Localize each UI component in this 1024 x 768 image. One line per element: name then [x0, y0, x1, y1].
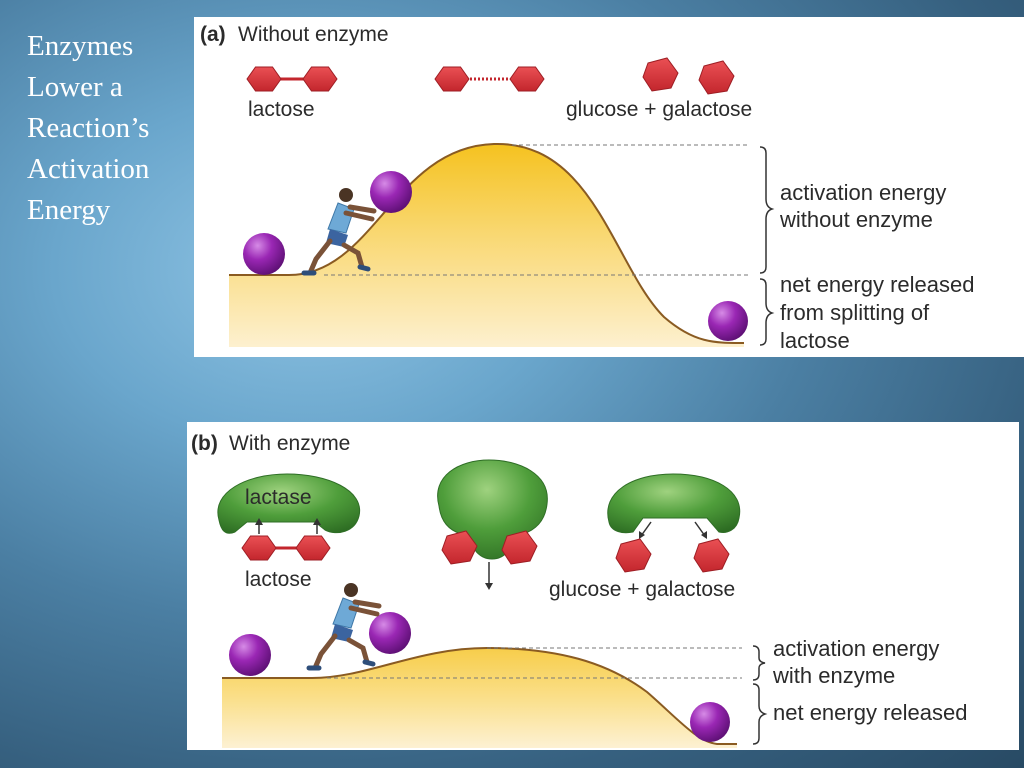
panel-letter: (b) — [191, 432, 218, 455]
title-line: Reaction’s — [27, 112, 150, 144]
pushed-ball — [370, 171, 412, 213]
panel-with-enzyme: (b) With enzyme lactase lactose — [187, 422, 1019, 750]
glucose-galactose-molecules — [615, 538, 730, 573]
released-label-line-1: net energy released — [780, 272, 974, 297]
panel-title: With enzyme — [229, 432, 350, 455]
releasing-enzyme — [607, 473, 741, 534]
title-line: Activation — [27, 153, 150, 185]
energy-hill — [229, 143, 744, 347]
lactose-molecule — [241, 535, 331, 561]
released-label-line-3: lactose — [780, 328, 850, 353]
splitting-molecule — [434, 66, 545, 92]
lactose-molecule — [246, 66, 338, 92]
title-line: Energy — [27, 194, 111, 226]
lactase-enzyme — [217, 473, 361, 534]
slide-title: Enzymes Lower a Reaction’s Activation En… — [27, 26, 187, 231]
activation-bracket — [752, 645, 766, 681]
title-line: Lower a — [27, 71, 123, 103]
released-label-line-2: from splitting of — [780, 300, 930, 325]
activation-label-line-1: activation energy — [773, 636, 939, 661]
reactant-ball — [243, 233, 285, 275]
activation-label-line-2: without enzyme — [779, 207, 933, 232]
activation-label-line-2: with enzyme — [772, 663, 895, 688]
title-line: Enzymes — [27, 30, 134, 62]
products-label: glucose + galactose — [549, 578, 735, 601]
reactant-ball — [229, 634, 271, 676]
released-bracket — [752, 683, 768, 745]
pushed-ball — [369, 612, 411, 654]
glucose-galactose-molecules — [642, 57, 735, 95]
activation-bracket — [759, 146, 775, 274]
lactose-label: lactose — [248, 98, 315, 121]
panel-title: Without enzyme — [238, 23, 389, 46]
climber-figure — [309, 583, 379, 668]
lactose-label: lactose — [245, 568, 312, 591]
product-ball — [708, 301, 748, 341]
panel-letter: (a) — [200, 23, 226, 46]
activation-label-line-1: activation energy — [780, 180, 946, 205]
enzyme-label: lactase — [245, 486, 312, 509]
panel-without-enzyme: (a) Without enzyme lactose glucose + gal… — [194, 17, 1024, 357]
released-bracket — [759, 278, 775, 346]
products-label: glucose + galactose — [566, 98, 752, 121]
energy-hill — [222, 648, 737, 748]
product-ball — [690, 702, 730, 742]
with-enzyme-diagram: (b) With enzyme lactase lactose — [191, 432, 967, 748]
released-label: net energy released — [773, 700, 967, 725]
without-enzyme-diagram: (a) Without enzyme lactose glucose + gal… — [200, 23, 974, 353]
